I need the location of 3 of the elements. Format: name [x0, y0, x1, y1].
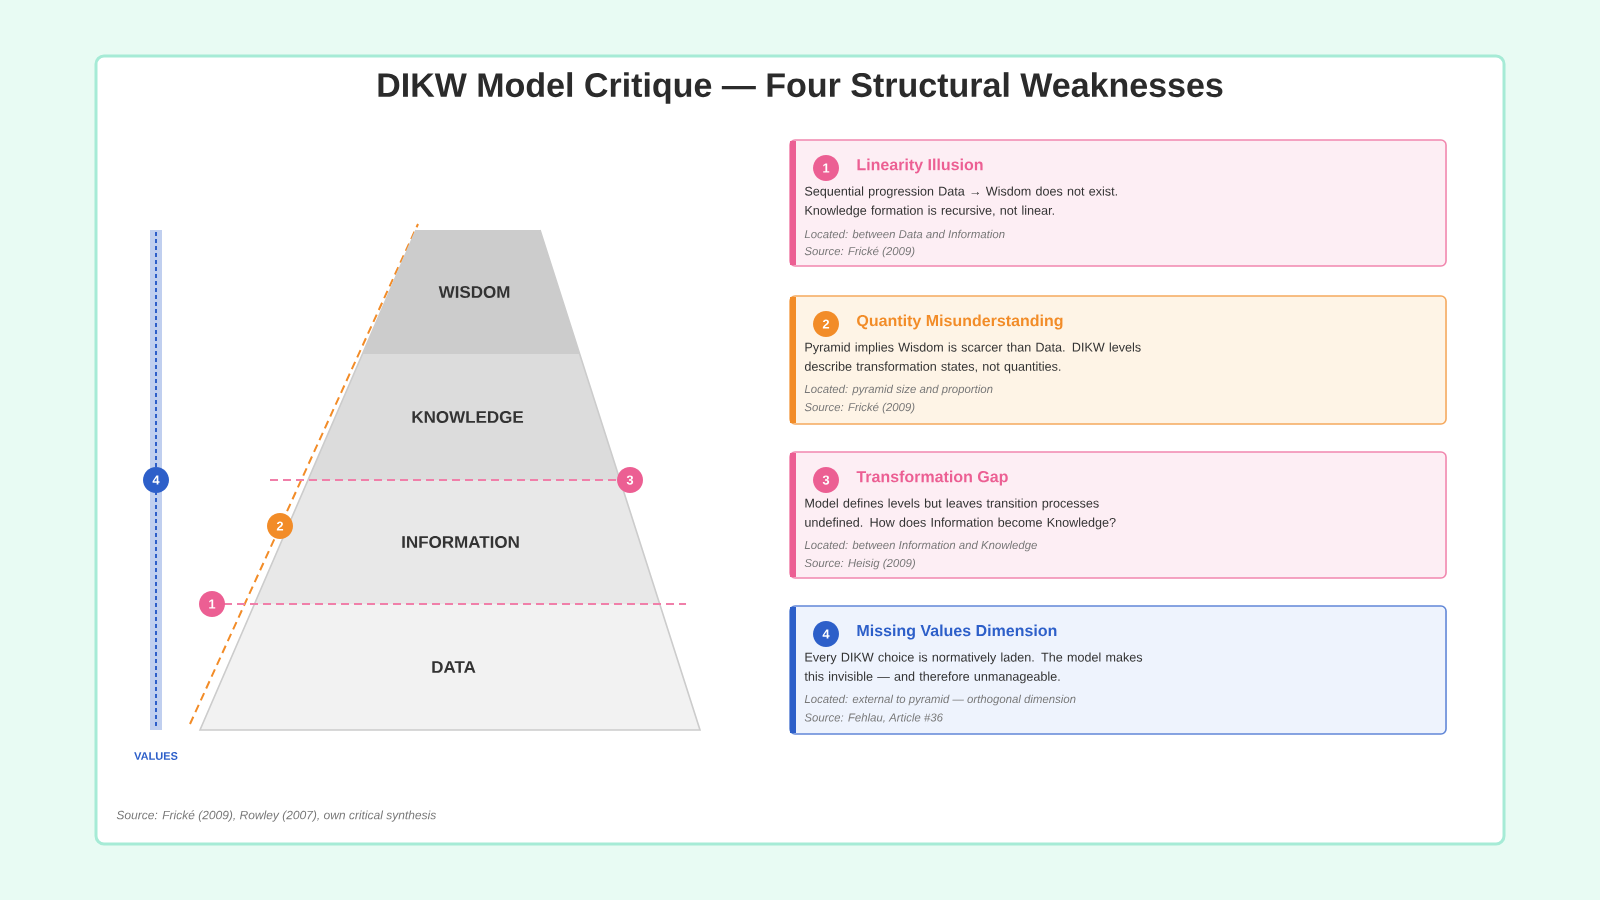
pyramid-level: KNOWLEDGE — [308, 354, 620, 480]
title: DIKW Model Critique — Four Structural Weaknesses — [378, 72, 1223, 104]
pyramid-level: WISDOM — [362, 230, 580, 354]
